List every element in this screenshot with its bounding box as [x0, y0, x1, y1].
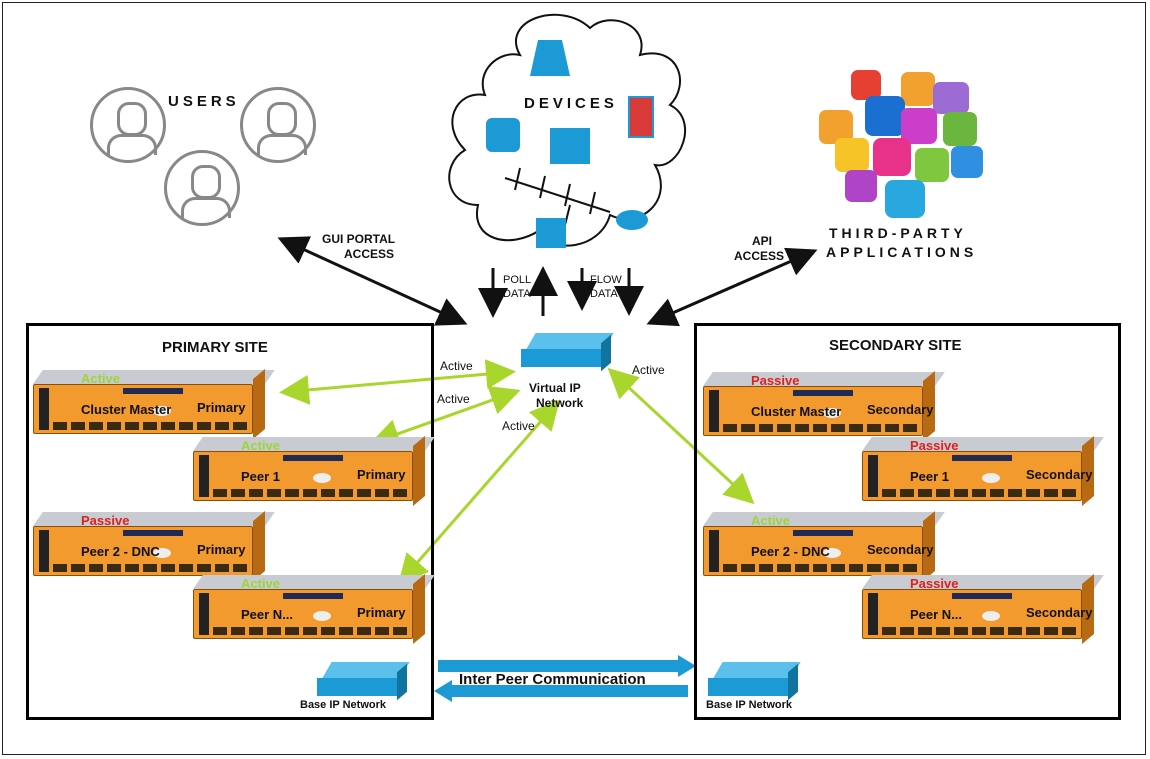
server-name-label: Peer N... [910, 607, 963, 622]
virtual-ip-switch-icon [521, 333, 614, 372]
gui-portal-label-line1: GUI PORTAL [322, 232, 396, 246]
active-link-label: Active [632, 363, 665, 377]
server-name-label: Cluster Master [81, 402, 172, 417]
base-ip-switch-icon [317, 662, 410, 701]
server-status-label: Active [81, 371, 121, 386]
primary-base-ip-label: Base IP Network [300, 699, 387, 711]
server-name-label: Peer 2 - DNC [751, 544, 830, 559]
server-appliance [193, 435, 435, 517]
devices-title: DEVICES [524, 95, 618, 112]
active-link-peern [398, 399, 560, 585]
server-appliance [703, 510, 945, 592]
virtual-ip-label-line1: Virtual IP [529, 381, 581, 395]
server-role-label: Primary [197, 400, 246, 415]
server-appliance [703, 370, 945, 452]
server-name-label: Peer N... [241, 607, 294, 622]
third-party-title-line2: APPLICATIONS [826, 244, 978, 260]
server-role-label: Primary [357, 605, 406, 620]
active-link-cluster-master [279, 359, 516, 405]
firewall-device-icon [530, 40, 570, 76]
server-role-label: Secondary [867, 402, 934, 417]
user-avatar-icon [90, 87, 166, 163]
server-name-label: Peer 1 [241, 469, 281, 484]
primary-site-title: PRIMARY SITE [162, 339, 268, 356]
third-party-title-line1: THIRD-PARTY [829, 225, 967, 241]
server-appliance [33, 510, 275, 592]
router-device-icon [486, 118, 520, 152]
base-ip-switch-icon [708, 662, 801, 701]
poll-data-label-line2: DATA [503, 288, 531, 300]
virtual-ip-label-line2: Network [536, 396, 584, 410]
active-link-secondary-peer2 [607, 367, 755, 505]
server-appliance [862, 435, 1104, 517]
server-status-label: Passive [910, 576, 959, 591]
user-avatar-icon [164, 150, 240, 226]
user-avatar-icon [240, 87, 316, 163]
gui-portal-arrow [277, 236, 468, 326]
api-access-label-line1: API [752, 234, 773, 248]
active-link-label: Active [440, 359, 473, 373]
server-name-label: Peer 1 [910, 469, 950, 484]
server-name-label: Cluster Master [751, 404, 842, 419]
l3-switch-device-icon [536, 218, 566, 248]
inter-peer-label: Inter Peer Communication [459, 671, 646, 688]
active-link-label: Active [502, 419, 535, 433]
poll-data-label-line1: POLL [503, 274, 532, 286]
server-role-label: Secondary [1026, 467, 1093, 482]
users-title: USERS [168, 93, 240, 110]
wireless-ap-device-icon [616, 210, 648, 230]
primary-site-box [26, 323, 434, 720]
server-status-label: Passive [81, 513, 130, 528]
server-status-label: Passive [751, 373, 800, 388]
secondary-site-box [694, 323, 1121, 720]
server-role-label: Secondary [1026, 605, 1093, 620]
server-appliance [862, 573, 1104, 655]
server-role-label: Primary [357, 467, 406, 482]
inter-peer-arrow-left [434, 680, 688, 702]
server-role-label: Secondary [867, 542, 934, 557]
server-appliance [33, 368, 275, 450]
secondary-base-ip-label: Base IP Network [706, 699, 793, 711]
gui-portal-label-line2: ACCESS [344, 247, 395, 261]
server-status-label: Active [241, 438, 281, 453]
server-status-label: Active [751, 513, 791, 528]
third-party-apps-icon [815, 68, 985, 228]
server-rack-device-icon [628, 96, 654, 138]
flow-data-label-line1: FLOW [590, 274, 622, 286]
server-status-label: Passive [910, 438, 959, 453]
active-link-label: Active [437, 392, 470, 406]
api-access-arrow [646, 247, 818, 327]
server-role-label: Primary [197, 542, 246, 557]
inter-peer-arrow-right [438, 655, 696, 677]
server-status-label: Active [241, 576, 281, 591]
api-access-label-line2: ACCESS [734, 249, 785, 263]
secondary-site-title: SECONDARY SITE [829, 337, 962, 354]
switch-device-icon [550, 128, 590, 164]
flow-data-label-line2: DATA [590, 288, 618, 300]
server-appliance [193, 573, 435, 655]
server-name-label: Peer 2 - DNC [81, 544, 160, 559]
